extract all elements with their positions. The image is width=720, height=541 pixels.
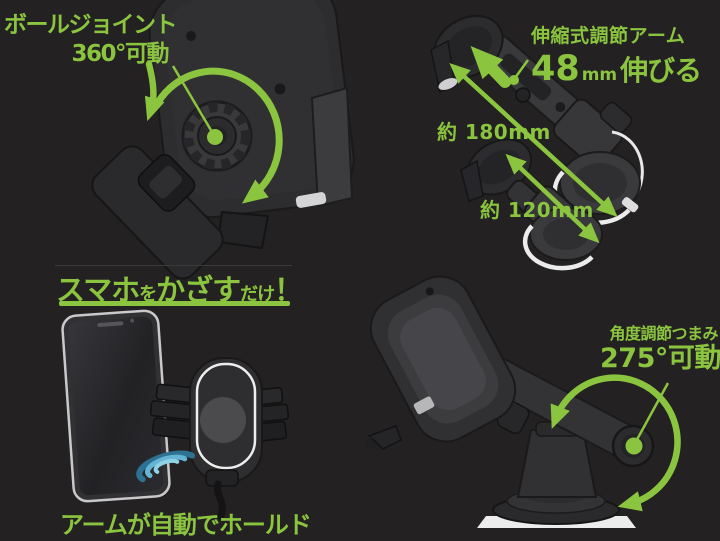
length-retracted-label: 約 120mm bbox=[480, 198, 594, 222]
angle-rotation-arc-arrow bbox=[550, 374, 681, 512]
cradle-foot bbox=[205, 469, 239, 487]
extend-unit: mm bbox=[581, 65, 618, 85]
phone-speaker bbox=[97, 321, 124, 327]
arm-knob bbox=[515, 87, 531, 103]
hover-headline: スマホをかざすだけ！ bbox=[56, 273, 303, 307]
left-clamp-arm bbox=[149, 383, 198, 440]
angle-knob-value: 275°可動 bbox=[600, 343, 720, 375]
extend-suffix: 伸びる bbox=[620, 54, 702, 87]
telescopic-annotations bbox=[449, 45, 618, 244]
ball-joint-illustration bbox=[91, 0, 355, 280]
angle-knob-title: 角度調節つまみ bbox=[609, 324, 718, 343]
charging-cable bbox=[213, 480, 226, 520]
rotation-down-arrow bbox=[144, 60, 165, 122]
auto-hold-caption: アームが自動でホールド bbox=[60, 511, 312, 539]
length-retracted-arrow bbox=[505, 153, 600, 244]
charge-port bbox=[413, 396, 435, 415]
extend-value: 48 bbox=[531, 49, 580, 89]
ball-joint-dot bbox=[207, 129, 223, 145]
mount-arm bbox=[91, 145, 224, 280]
screw-hole bbox=[274, 83, 286, 95]
charging-pad bbox=[200, 397, 246, 443]
side-grip-flap bbox=[310, 86, 354, 208]
suction-pull-tab bbox=[621, 197, 639, 213]
phone-camera bbox=[130, 318, 135, 323]
phone-illustration bbox=[61, 309, 171, 503]
cradle-front-illustration bbox=[149, 357, 290, 487]
ball-joint-leader-line bbox=[171, 65, 217, 138]
lower-bracket bbox=[216, 210, 270, 250]
wireless-waves bbox=[136, 450, 196, 483]
ball-joint-label: ボールジョイント 360°可動 bbox=[4, 11, 178, 69]
telescopic-arm-label: 伸縮式調節アーム 48 mm 伸びる bbox=[531, 21, 702, 89]
angle-knob-label: 角度調節つまみ 275°可動 bbox=[600, 324, 720, 376]
bottom-hook bbox=[367, 425, 402, 450]
rail-callout-dot bbox=[509, 75, 519, 85]
telescopic-arm-title: 伸縮式調節アーム bbox=[531, 25, 686, 47]
cradle-white-rim bbox=[195, 362, 257, 470]
side-view-illustration bbox=[364, 275, 681, 528]
cradle-side-view bbox=[369, 275, 517, 443]
ball-joint-label-line2: 360°可動 bbox=[71, 41, 169, 67]
ball-joint-label-line1: ボールジョイント bbox=[4, 12, 178, 38]
angle-knob-dot bbox=[625, 437, 643, 455]
screw-hole bbox=[186, 31, 196, 41]
silver-trim bbox=[295, 192, 327, 208]
headline-topline bbox=[55, 265, 292, 266]
angle-leader-line bbox=[632, 382, 670, 446]
length-extended-label: 約 180mm bbox=[437, 120, 551, 144]
headline-underline bbox=[59, 301, 290, 306]
